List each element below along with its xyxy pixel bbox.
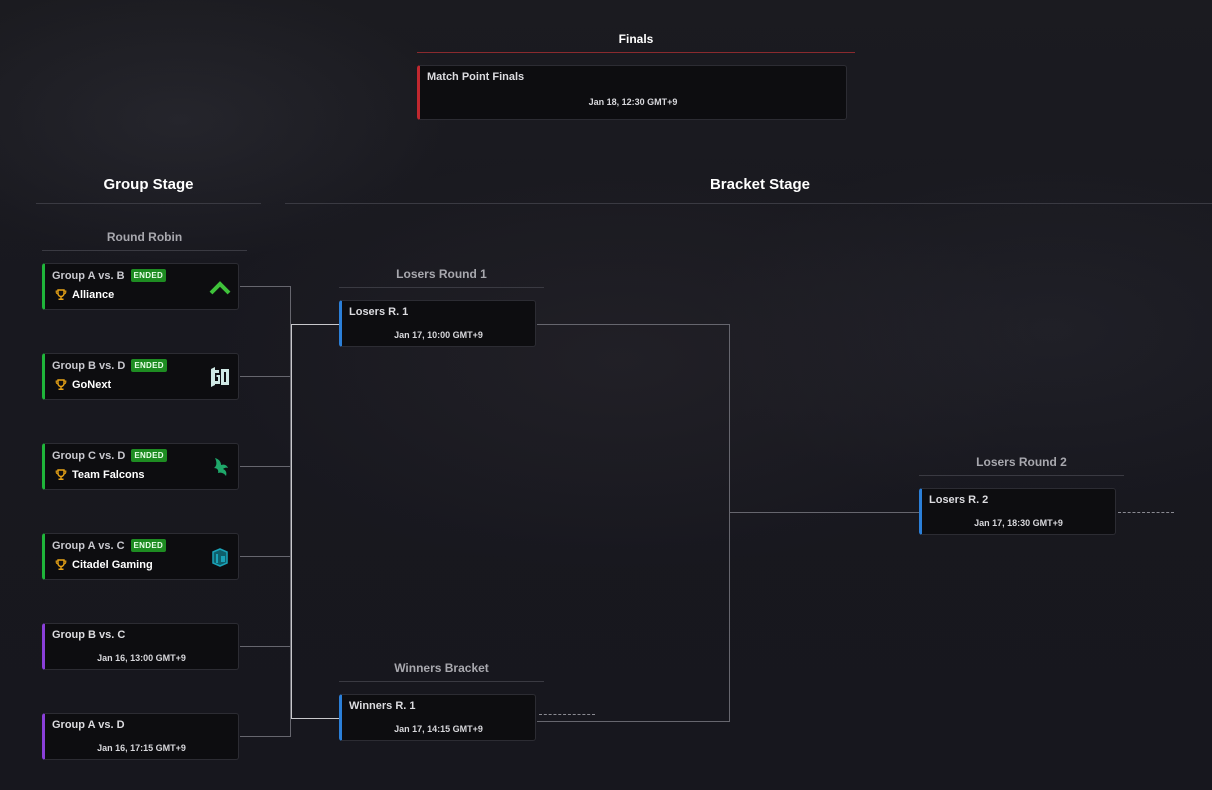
match-card-group-a-vs-b[interactable]: Group A vs. B ENDED Alliance xyxy=(42,263,239,310)
match-date: Jan 16, 17:15 GMT+9 xyxy=(97,743,186,753)
match-title: Winners R. 1 xyxy=(349,700,416,712)
match-title-text: Group A vs. C xyxy=(52,539,125,552)
match-title: Group C vs. D ENDED xyxy=(52,449,167,462)
connector-line xyxy=(291,324,292,718)
match-card-losers-r2[interactable]: Losers R. 2 Jan 17, 18:30 GMT+9 xyxy=(919,488,1116,535)
connector-line xyxy=(291,718,340,719)
match-title: Group A vs. B ENDED xyxy=(52,269,167,282)
alliance-logo-icon xyxy=(209,280,231,294)
connector-line xyxy=(240,466,290,467)
round-robin-divider xyxy=(42,250,247,251)
match-title: Match Point Finals xyxy=(427,71,525,83)
connector-line xyxy=(537,721,730,722)
connector-line xyxy=(240,646,290,647)
finals-divider xyxy=(417,52,855,53)
match-date: Jan 17, 10:00 GMT+9 xyxy=(394,330,483,340)
connector-line xyxy=(240,556,290,557)
match-title-text: Group C vs. D xyxy=(52,449,126,462)
connector-line xyxy=(729,512,919,513)
winner-name: Alliance xyxy=(72,289,115,301)
losers-round-2-divider xyxy=(919,475,1124,476)
match-date: Jan 17, 14:15 GMT+9 xyxy=(394,724,483,734)
winner-row: Alliance xyxy=(55,289,114,301)
winners-bracket-divider xyxy=(339,681,544,682)
bracket-stage-divider xyxy=(285,203,1212,204)
match-title: Group A vs. D xyxy=(52,719,125,731)
winner-name: Team Falcons xyxy=(72,469,145,481)
team-falcons-logo-icon xyxy=(214,457,228,476)
winner-name: Citadel Gaming xyxy=(72,559,153,571)
losers-round-2-title: Losers Round 2 xyxy=(976,455,1067,469)
connector-line xyxy=(240,736,290,737)
losers-round-1-divider xyxy=(339,287,544,288)
match-date: Jan 18, 12:30 GMT+9 xyxy=(588,97,678,107)
status-badge: ENDED xyxy=(131,449,167,462)
status-badge: ENDED xyxy=(130,269,167,282)
gonext-logo-icon xyxy=(211,366,229,387)
match-card-group-c-vs-d[interactable]: Group C vs. D ENDED Team Falcons xyxy=(42,443,239,490)
trophy-icon xyxy=(55,559,67,570)
trophy-icon xyxy=(55,379,67,390)
match-date: Jan 17, 18:30 GMT+9 xyxy=(974,518,1063,528)
winners-bracket-title: Winners Bracket xyxy=(394,661,489,675)
connector-line xyxy=(290,286,291,737)
match-card-losers-r1[interactable]: Losers R. 1 Jan 17, 10:00 GMT+9 xyxy=(339,300,536,347)
match-title: Losers R. 1 xyxy=(349,306,409,318)
status-badge: ENDED xyxy=(130,539,167,552)
match-card-group-a-vs-d[interactable]: Group A vs. D Jan 16, 17:15 GMT+9 xyxy=(42,713,239,760)
group-stage-divider xyxy=(36,203,261,204)
match-title: Losers R. 2 xyxy=(929,494,989,506)
connector-line xyxy=(729,324,730,722)
winner-row: Team Falcons xyxy=(55,469,145,481)
match-card-group-b-vs-c[interactable]: Group B vs. C Jan 16, 13:00 GMT+9 xyxy=(42,623,239,670)
match-date: Jan 16, 13:00 GMT+9 xyxy=(97,653,186,663)
match-title: Group A vs. C ENDED xyxy=(52,539,167,552)
winner-name: GoNext xyxy=(72,379,112,391)
winner-row: GoNext xyxy=(55,379,111,391)
connector-dashed-line xyxy=(539,714,595,715)
match-title-text: Group A vs. B xyxy=(52,269,125,282)
winner-row: Citadel Gaming xyxy=(55,559,153,571)
group-stage-title: Group Stage xyxy=(103,176,194,193)
match-title: Group B vs. D ENDED xyxy=(52,359,167,372)
trophy-icon xyxy=(55,289,67,300)
connector-line xyxy=(537,324,729,325)
connector-dashed-line xyxy=(1118,512,1174,513)
bracket-stage-title: Bracket Stage xyxy=(709,176,811,193)
finals-section-title: Finals xyxy=(618,32,654,46)
match-title: Group B vs. C xyxy=(52,629,126,641)
connector-line xyxy=(240,376,290,377)
trophy-icon xyxy=(55,469,67,480)
match-card-finals[interactable]: Match Point Finals Jan 18, 12:30 GMT+9 xyxy=(417,65,847,120)
match-card-group-a-vs-c[interactable]: Group A vs. C ENDED Citadel Gaming xyxy=(42,533,239,580)
connector-line xyxy=(240,286,290,287)
match-card-group-b-vs-d[interactable]: Group B vs. D ENDED GoNext xyxy=(42,353,239,400)
match-card-winners-r1[interactable]: Winners R. 1 Jan 17, 14:15 GMT+9 xyxy=(339,694,536,741)
match-title-text: Group B vs. D xyxy=(52,359,126,372)
losers-round-1-title: Losers Round 1 xyxy=(396,267,487,281)
citadel-gaming-logo-icon xyxy=(212,547,228,567)
status-badge: ENDED xyxy=(131,359,167,372)
round-robin-title: Round Robin xyxy=(106,230,183,244)
connector-line xyxy=(291,324,340,325)
